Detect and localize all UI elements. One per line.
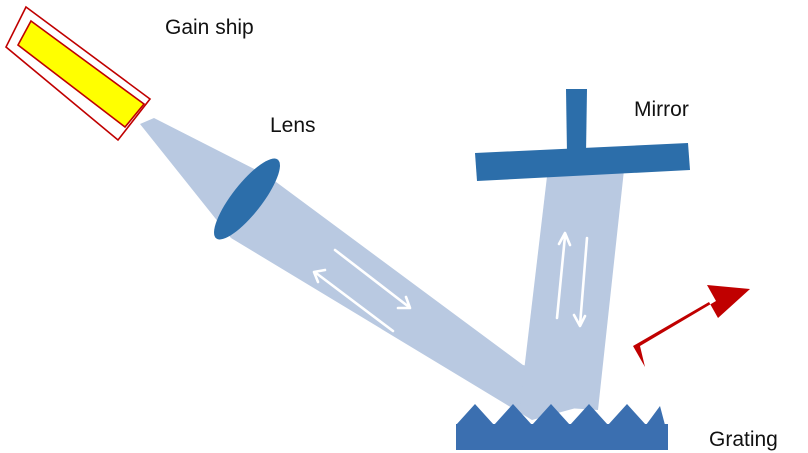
- output-beam-arrow: [633, 285, 750, 367]
- arrow-toward-grating-head: [396, 295, 412, 310]
- beam-lens-to-grating: [231, 176, 598, 420]
- lens-label: Lens: [270, 114, 316, 137]
- beam-grating-to-mirror: [520, 168, 624, 410]
- arrow-toward-lens-head: [312, 268, 327, 284]
- arrow-toward-grating: [333, 248, 411, 309]
- beam-direction-arrows: [312, 231, 589, 333]
- grating-teeth: [456, 404, 665, 425]
- grating-label: Grating: [709, 428, 778, 451]
- mirror: [475, 89, 690, 181]
- lens: [214, 158, 280, 240]
- arrow-toward-mirror: [555, 234, 567, 320]
- arrow-toward-mirror-head: [557, 231, 572, 247]
- grating-base: [456, 424, 668, 450]
- gain-chip-label: Gain ship: [165, 16, 254, 39]
- grating: [456, 404, 668, 450]
- mirror-plate: [475, 143, 690, 181]
- mirror-label: Mirror: [634, 98, 689, 121]
- mirror-mount: [566, 89, 587, 154]
- arrow-toward-lens: [314, 271, 395, 333]
- gain-chip: [5, 5, 152, 142]
- arrow-toward-grating-vertical: [578, 236, 589, 327]
- arrow-toward-grating-vertical-head: [572, 313, 587, 328]
- gain-chip-active-region: [16, 19, 146, 129]
